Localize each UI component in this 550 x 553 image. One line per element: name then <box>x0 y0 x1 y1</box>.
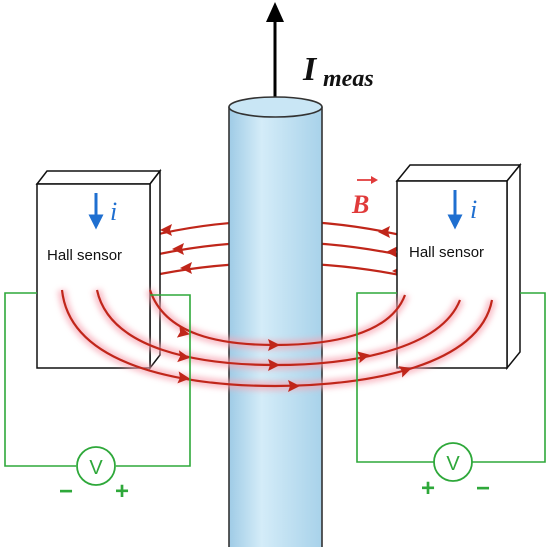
sensor-left-side <box>149 168 161 371</box>
wire-right-inner <box>356 292 434 463</box>
conductor <box>228 96 323 547</box>
current-label-symbol: I <box>302 51 318 88</box>
field-arrow-front <box>177 350 190 363</box>
voltmeter-left-symbol: V <box>89 457 103 479</box>
field-arrow-back <box>386 246 398 258</box>
voltmeter-right-minus: − <box>476 475 490 502</box>
sensor-left-label: Hall sensor <box>47 247 122 264</box>
field-label-text: B <box>351 190 369 219</box>
conductor-top <box>228 96 323 118</box>
field-arrow-back <box>172 243 184 255</box>
wire-right-outer <box>472 292 546 463</box>
sensor-left-top <box>35 170 162 185</box>
sensor-right-side <box>506 162 521 371</box>
sensor-right-front <box>396 180 508 369</box>
field-arrow-front <box>176 325 190 338</box>
field-arrow-back <box>378 226 390 238</box>
field-arrow-front <box>268 339 280 351</box>
field-arrow-front <box>177 371 190 384</box>
sensor-right-label: Hall sensor <box>409 244 484 261</box>
sensor-right-current-label: i <box>470 195 477 224</box>
hall-sensor-left: i Hall sensor <box>35 168 162 371</box>
circuit-right <box>356 292 546 463</box>
field-arrows-front <box>176 325 412 392</box>
field-label: B <box>351 176 378 219</box>
measured-current-arrow <box>266 2 284 105</box>
field-line-front-3 <box>60 289 494 388</box>
field-arrow-front <box>398 366 412 378</box>
field-arrow-front <box>288 380 300 392</box>
voltmeter-left-minus: − <box>59 478 73 505</box>
field-arrow-back <box>160 224 172 236</box>
field-arrow-front <box>356 351 370 364</box>
circuit-left <box>4 292 191 467</box>
sensor-right-top <box>395 164 522 182</box>
wire-left-inner <box>116 294 191 467</box>
voltmeter-left-plus: + <box>115 478 129 505</box>
wire-left-outer <box>4 292 76 467</box>
measured-current-label: I meas <box>302 51 374 92</box>
field-arrow-back <box>180 262 192 274</box>
voltmeter-right-symbol: V <box>446 453 460 475</box>
voltmeter-right-plus: + <box>421 475 435 502</box>
voltmeter-right: V + − <box>421 442 490 502</box>
hall-sensor-right: i Hall sensor <box>395 162 522 371</box>
voltmeter-left: V − + <box>59 446 129 505</box>
field-arrow-front <box>268 359 280 371</box>
current-label-subscript: meas <box>323 66 374 92</box>
sensor-left-current-label: i <box>110 197 117 226</box>
